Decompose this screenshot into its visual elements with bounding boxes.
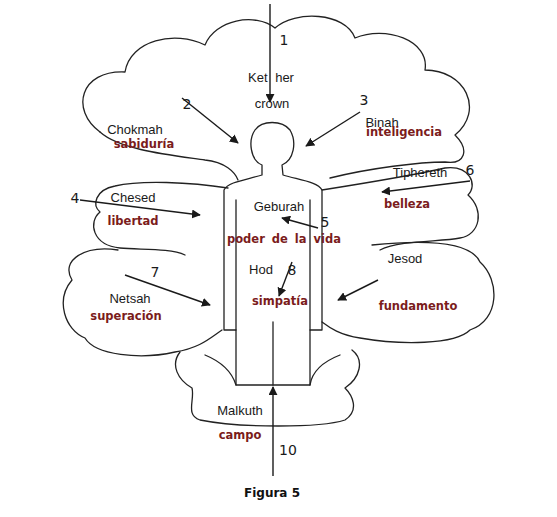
sefira-meaning: sabiduría <box>114 139 175 151</box>
netsah-cloud <box>63 249 222 356</box>
sefira-name: Tiphereth <box>393 166 447 179</box>
sefira-name: Jesod <box>388 252 423 265</box>
crown-cloud-edge <box>100 132 238 180</box>
figure-caption: Figura 5 <box>244 487 300 499</box>
sefira-meaning: fundamento <box>379 301 458 313</box>
sefira-meaning: poder de la vida <box>227 234 341 246</box>
callout-number: 8 <box>288 263 297 277</box>
callout-number: 3 <box>360 93 369 107</box>
sefira-meaning: simpatía <box>252 296 308 308</box>
sefira-name: crown <box>255 97 290 110</box>
sefira-name: Netsah <box>109 292 150 305</box>
callout-number: 1 <box>280 33 289 47</box>
callout-number: 4 <box>71 191 80 205</box>
tiphereth-cloud <box>322 168 478 250</box>
callout-number: 6 <box>466 163 475 177</box>
callout-number: 10 <box>279 443 297 457</box>
sefira-name: Ket her <box>248 71 294 84</box>
sefira-meaning: libertad <box>107 216 158 228</box>
chesed-cloud <box>94 182 228 255</box>
sefira-meaning: belleza <box>384 199 430 211</box>
sefira-name: Geburah <box>254 200 305 213</box>
sefira-meaning: campo <box>219 430 262 442</box>
human-figure <box>224 123 322 386</box>
arrow-2 <box>182 98 238 143</box>
callout-number: 5 <box>321 215 330 229</box>
sefira-name: Chesed <box>111 191 156 204</box>
callout-number: 7 <box>151 265 160 279</box>
arrow-5 <box>282 218 318 228</box>
sefira-name: Malkuth <box>217 404 263 417</box>
jesod-cloud <box>322 242 494 342</box>
figure-arms <box>236 200 310 330</box>
arrow-jesod <box>338 280 378 300</box>
sefira-name: Chokmah <box>107 123 163 136</box>
arrow-1 <box>269 4 270 102</box>
malkuth-cloud <box>176 350 360 426</box>
sefira-meaning: superación <box>90 311 161 323</box>
arrow-10 <box>272 387 273 476</box>
sefira-meaning: inteligencia <box>366 127 442 139</box>
figure-legs <box>272 322 273 385</box>
arrow-6 <box>382 181 470 192</box>
crown-cloud <box>83 16 470 178</box>
arrow-3 <box>306 112 360 146</box>
sefira-name: Hod <box>249 263 273 276</box>
callout-number: 2 <box>183 97 192 111</box>
